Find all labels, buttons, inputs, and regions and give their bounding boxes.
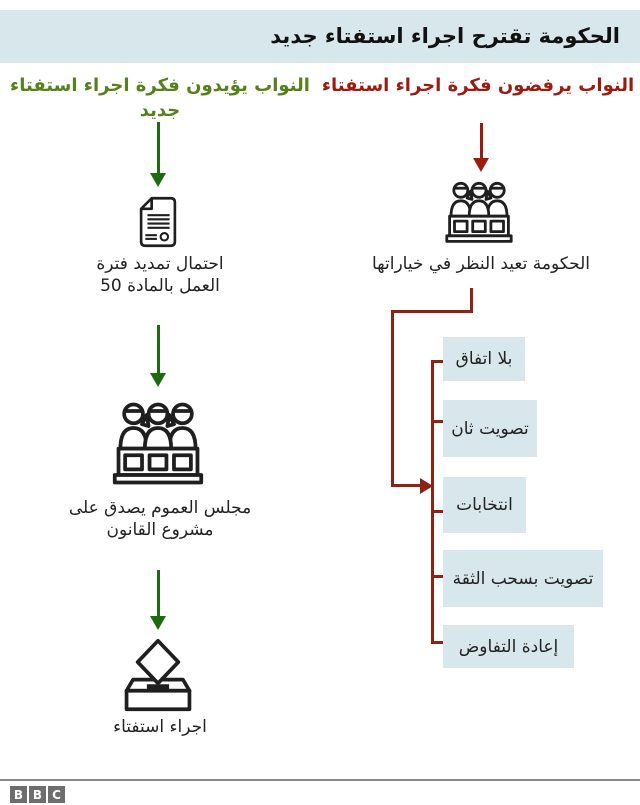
option-second-vote: تصويت ثان: [443, 400, 537, 457]
bracket-segment: [391, 310, 394, 487]
down-arrow-green-head: [150, 173, 166, 187]
bracket-arrowhead: [420, 478, 433, 494]
option-no-deal: بلا اتفاق: [443, 337, 525, 381]
down-arrow-green-shaft: [157, 570, 160, 616]
parliament-icon: [445, 181, 513, 243]
bbc-logo: B B C: [10, 786, 65, 803]
option-tick: [431, 420, 443, 423]
caption-article-50-extension: احتمال تمديد فترة العمل بالمادة 50: [96, 254, 224, 296]
down-arrow-red-shaft: [480, 123, 483, 159]
header-bar: الحكومة تقترح اجراء استفتاء جديد: [0, 10, 640, 63]
bracket-segment: [391, 484, 422, 487]
bbc-logo-block: B: [29, 786, 46, 803]
document-icon: [139, 196, 177, 248]
bracket-segment: [391, 310, 473, 313]
down-arrow-green-head: [150, 373, 166, 387]
caption-hold-referendum: اجراء استفتاء: [113, 717, 207, 737]
bbc-logo-block: B: [10, 786, 27, 803]
caption-government-reconsiders: الحكومة تعيد النظر في خياراتها: [371, 254, 591, 274]
down-arrow-red-head: [473, 158, 489, 172]
option-renegotiation: إعادة التفاوض: [443, 625, 574, 668]
heading-mps-reject: النواب يرفضون فكرة اجراء استفتاء: [321, 75, 635, 96]
footer-divider: [0, 779, 640, 781]
option-tick: [431, 641, 443, 644]
heading-mps-support-line1: النواب يؤيدون فكرة اجراء استفتاء: [10, 75, 310, 96]
bbc-logo-block: C: [48, 786, 65, 803]
option-tick: [431, 510, 443, 513]
page-title: الحكومة تقترح اجراء استفتاء جديد: [270, 24, 620, 48]
option-no-confidence-vote: تصويت بسحب الثقة: [443, 550, 603, 607]
ballot-box-icon: [124, 638, 192, 712]
down-arrow-green-shaft: [157, 122, 160, 173]
caption-commons-ratifies-bill: مجلس العموم يصدق على مشروع القانون: [68, 498, 252, 540]
down-arrow-green-shaft: [157, 325, 160, 373]
option-tick: [431, 360, 443, 363]
heading-mps-support: النواب يؤيدون فكرة اجراء استفتاء جديد: [2, 73, 318, 123]
option-tick: [431, 575, 443, 578]
down-arrow-green-head: [150, 616, 166, 630]
parliament-icon: [112, 402, 204, 485]
options-connector-line: [431, 360, 434, 644]
option-elections: انتخابات: [443, 477, 526, 533]
heading-mps-support-line2: جديد: [139, 100, 181, 122]
bracket-segment: [470, 288, 473, 313]
